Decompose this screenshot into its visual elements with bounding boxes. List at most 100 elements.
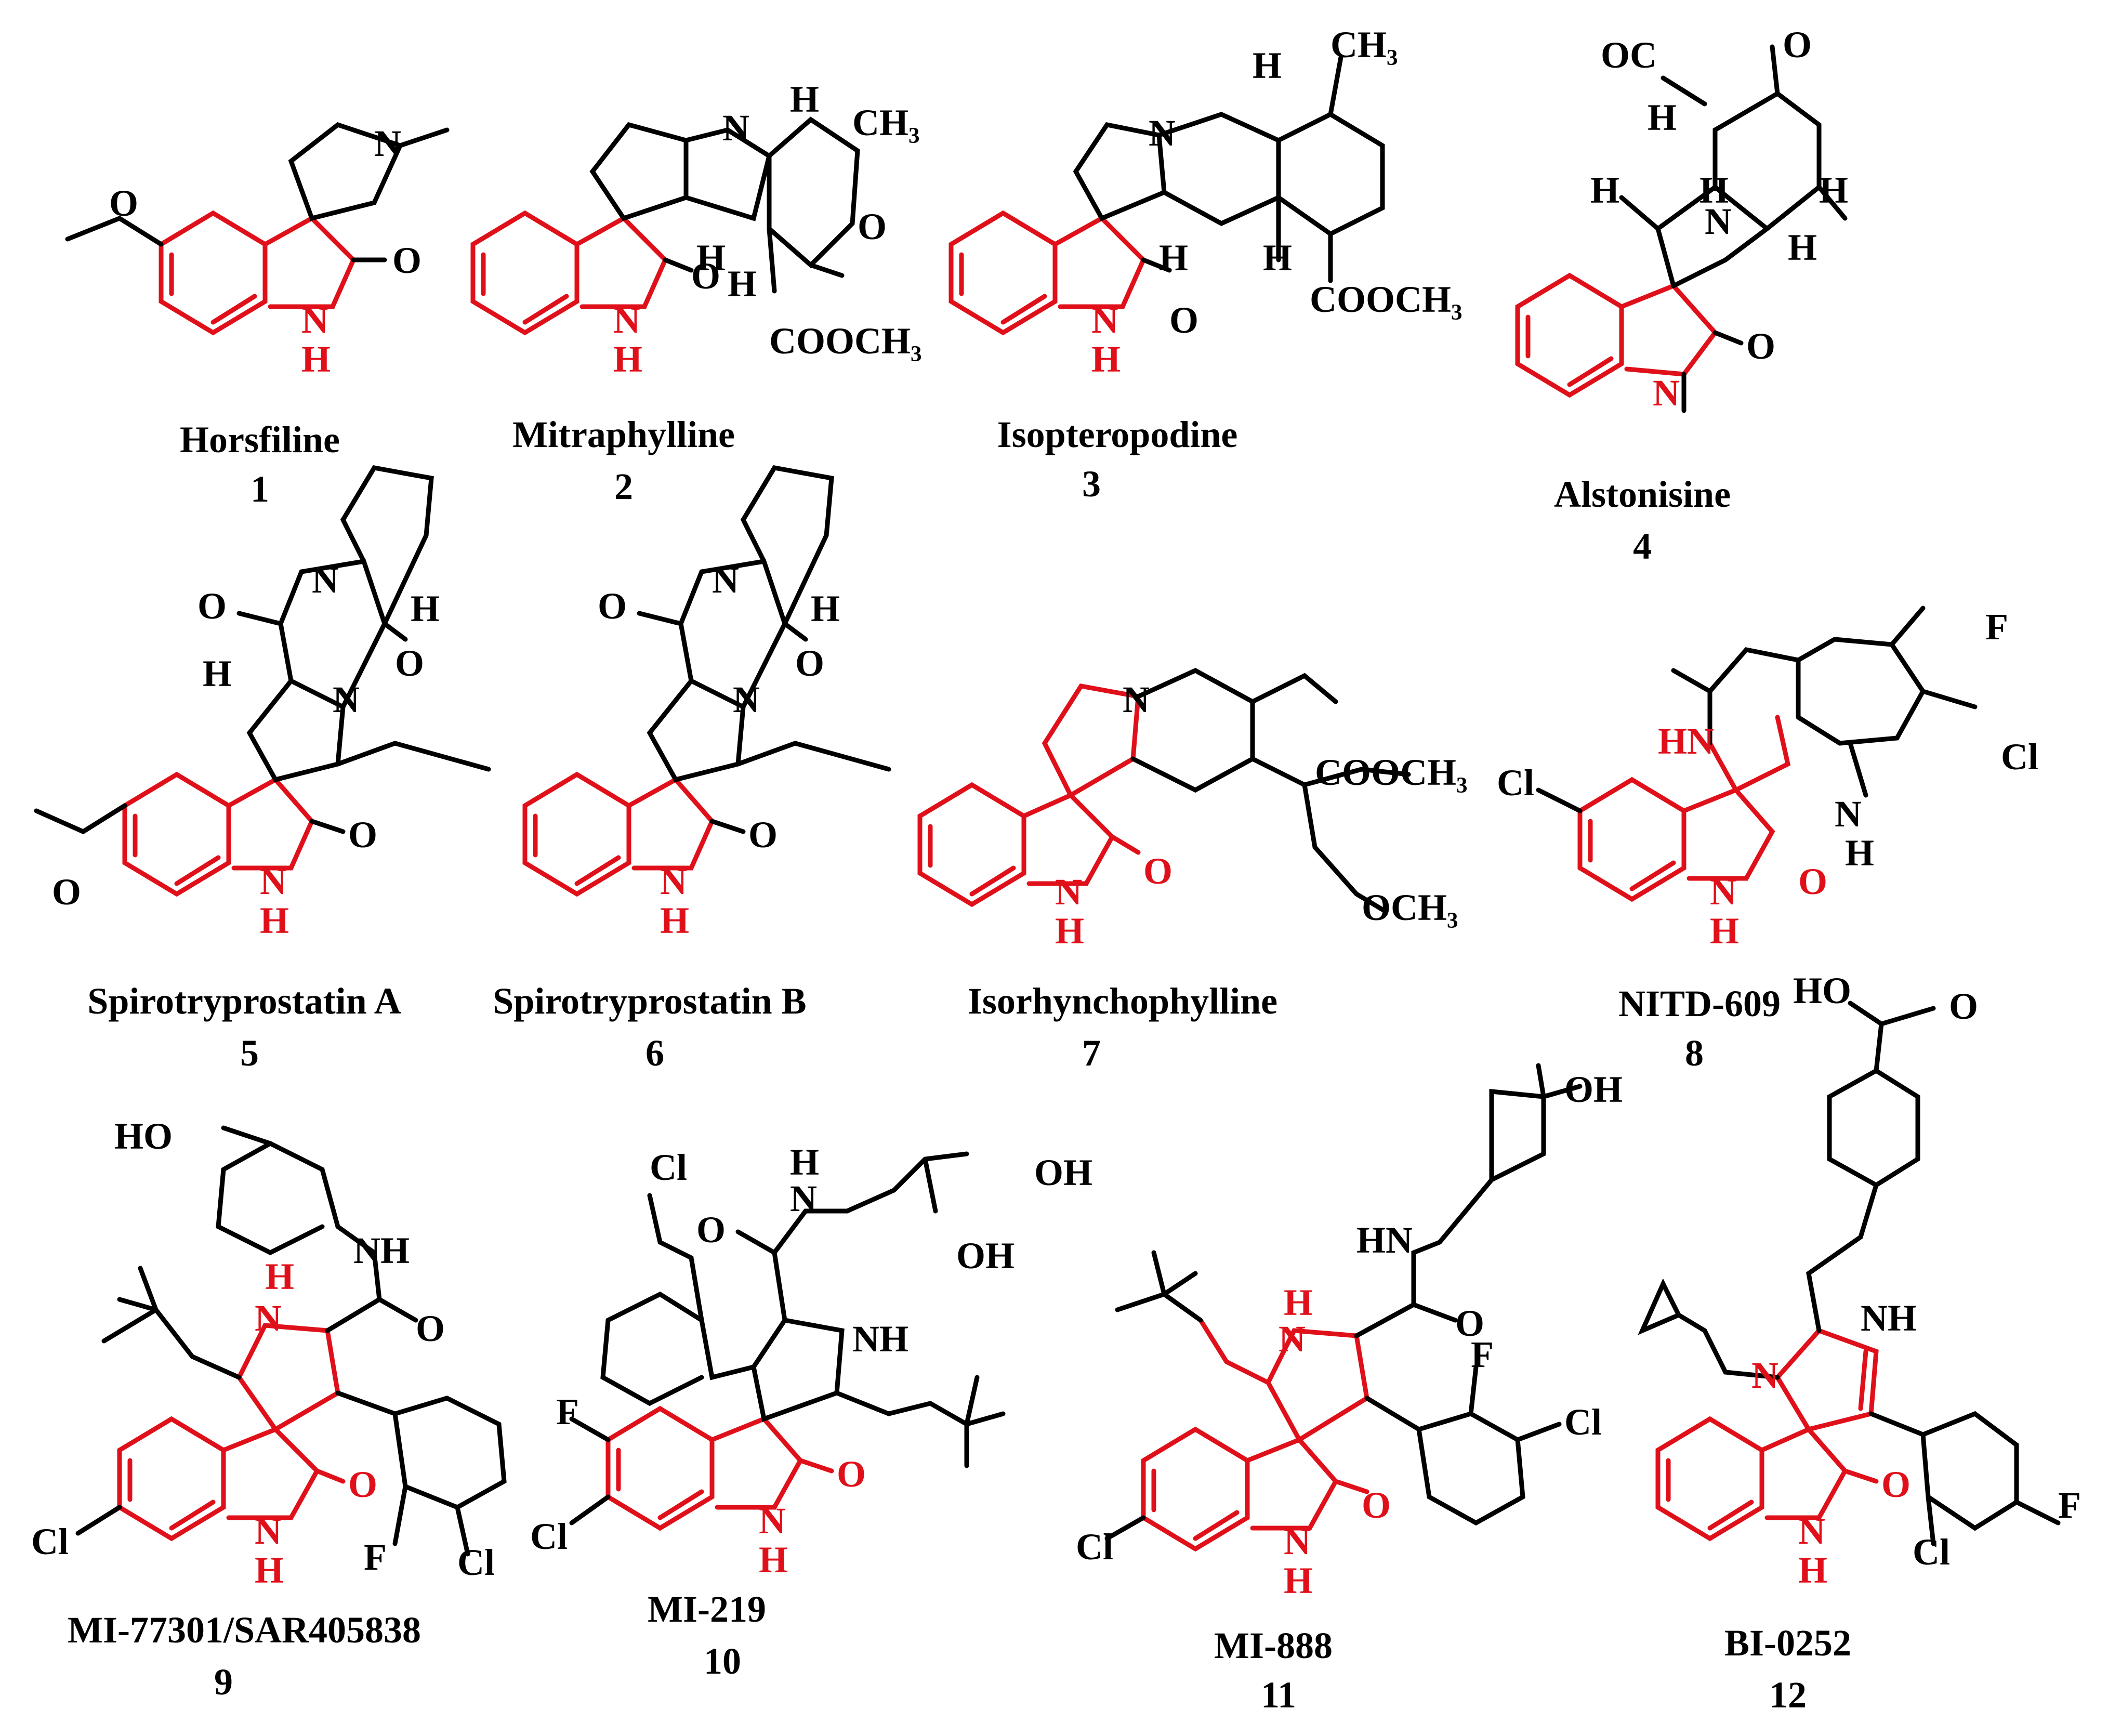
compound-number-10: 10 bbox=[704, 1640, 741, 1682]
atom-n: N bbox=[1835, 793, 1862, 835]
structure-nitd-609: Cl F Cl N H HN O N H NITD-609 8 bbox=[1497, 606, 2038, 1074]
compound-name-nitd-609: NITD-609 bbox=[1618, 983, 1781, 1024]
atom-o: O bbox=[1746, 325, 1775, 367]
atom-h: H bbox=[1159, 237, 1188, 279]
atom-h: H bbox=[660, 900, 689, 941]
atom-n: N bbox=[1123, 679, 1150, 720]
atom-cooch3: COOCH₃ bbox=[769, 320, 922, 362]
compound-number-12: 12 bbox=[1769, 1674, 1807, 1716]
atom-nh: NH bbox=[353, 1230, 410, 1271]
atom-h: H bbox=[1710, 910, 1739, 952]
atom-oh: OH bbox=[1034, 1152, 1092, 1193]
atom-n: N bbox=[1710, 871, 1737, 913]
structure-horsfiline: O O N N H Horsfiline 1 bbox=[65, 122, 450, 510]
atom-h: H bbox=[811, 588, 840, 629]
atom-cl: Cl bbox=[2001, 736, 2038, 778]
atom-n: N bbox=[660, 861, 687, 902]
atom-h: H bbox=[790, 1141, 819, 1183]
atom-o: O bbox=[1783, 24, 1812, 65]
atom-o: O bbox=[348, 1464, 377, 1505]
atom-o: O bbox=[348, 814, 377, 856]
atom-oh: OH bbox=[1564, 1069, 1623, 1110]
atom-cl: Cl bbox=[31, 1521, 69, 1562]
atom-f: F bbox=[2058, 1484, 2081, 1526]
atom-o: O bbox=[696, 1209, 726, 1251]
atom-n: N bbox=[301, 299, 328, 341]
atom-h: H bbox=[301, 338, 331, 380]
atom-cl: Cl bbox=[650, 1147, 687, 1188]
atom-h: H bbox=[759, 1539, 788, 1581]
atom-oc: OC bbox=[1601, 34, 1657, 76]
atom-f: F bbox=[1985, 606, 2008, 648]
compound-name-mitraphylline: Mitraphylline bbox=[512, 414, 735, 455]
structure-mi-219: Cl H N O OH OH NH F Cl O N H MI-219 10 bbox=[530, 1141, 1092, 1682]
atom-n: N bbox=[1091, 299, 1118, 341]
atom-o: O bbox=[598, 585, 627, 627]
atom-n: N bbox=[374, 123, 401, 164]
atom-o: O bbox=[109, 182, 138, 224]
atom-o: O bbox=[197, 585, 227, 627]
atom-h: H bbox=[1590, 169, 1619, 211]
compound-name-isopteropodine: Isopteropodine bbox=[997, 414, 1238, 455]
atom-o: O bbox=[1455, 1303, 1484, 1344]
atom-h: H bbox=[790, 78, 819, 120]
atom-nh: NH bbox=[852, 1318, 908, 1360]
atom-n: N bbox=[1653, 372, 1680, 414]
atom-h: H bbox=[613, 338, 642, 380]
atom-ho: HO bbox=[114, 1115, 173, 1157]
structure-mitraphylline: N H CH₃ O H H COOCH₃ O N H Mitraphylline… bbox=[470, 78, 922, 507]
compound-name-mi-77301: MI-77301/SAR405838 bbox=[68, 1609, 421, 1651]
atom-o: O bbox=[1798, 861, 1827, 902]
atom-h: H bbox=[265, 1256, 294, 1297]
atom-n: N bbox=[722, 107, 749, 149]
atom-n: N bbox=[759, 1500, 786, 1542]
atom-o: O bbox=[1143, 850, 1172, 892]
structure-isopteropodine: N H CH₃ H H COOCH₃ O N H Isopteropodine … bbox=[948, 24, 1463, 505]
atom-f: F bbox=[364, 1536, 387, 1578]
atom-o: O bbox=[416, 1308, 445, 1349]
atom-cooch3: COOCH₃ bbox=[1315, 752, 1468, 793]
structure-isorhynchophylline: N COOCH₃ OCH₃ O N H Isorhynchophylline 7 bbox=[917, 667, 1468, 1074]
atom-f: F bbox=[556, 1391, 579, 1432]
atom-n: N bbox=[333, 679, 360, 720]
atom-o: O bbox=[395, 642, 424, 684]
atom-o: O bbox=[858, 206, 887, 247]
atom-o: O bbox=[392, 240, 421, 281]
structure-mi-77301: HO NH O Cl F Cl H N O N H MI-77301/SAR40… bbox=[31, 1115, 507, 1703]
atom-nh: NH bbox=[1861, 1297, 1917, 1339]
structure-bi-0252: HO O NH F Cl N O N H BI-0252 12 bbox=[1638, 970, 2081, 1716]
atom-cooch3: COOCH₃ bbox=[1310, 279, 1463, 320]
atom-h: H bbox=[696, 237, 726, 279]
atom-h: H bbox=[260, 900, 289, 941]
compound-name-mi-888: MI-888 bbox=[1214, 1625, 1333, 1666]
atom-h: H bbox=[1788, 227, 1817, 268]
structure-spirotryprostatin-b: O N H N O O N H Spirotryprostatin B 6 bbox=[493, 465, 891, 1074]
compound-name-bi-0252: BI-0252 bbox=[1724, 1622, 1851, 1664]
atom-h: H bbox=[1648, 97, 1677, 138]
atom-n: N bbox=[255, 1510, 282, 1552]
compound-name-horsfiline: Horsfiline bbox=[180, 419, 340, 461]
atom-h: H bbox=[1819, 169, 1848, 211]
structure-alstonisine: OC O H H H N H H O N Alstonisine 4 bbox=[1515, 24, 1848, 567]
compound-name-alstonisine: Alstonisine bbox=[1554, 474, 1731, 515]
atom-n: N bbox=[255, 1297, 282, 1339]
atom-o: O bbox=[691, 255, 720, 297]
atom-n: N bbox=[790, 1178, 817, 1219]
atom-h: H bbox=[255, 1549, 284, 1591]
atom-n: N bbox=[1284, 1521, 1311, 1562]
atom-h: H bbox=[1263, 237, 1292, 279]
atom-hn: HN bbox=[1356, 1219, 1413, 1261]
compound-name-isorhynchophylline: Isorhynchophylline bbox=[968, 980, 1277, 1022]
structure-mi-888: OH HN O F Cl Cl H N O N H MI-888 11 bbox=[1076, 1063, 1623, 1716]
atom-h: H bbox=[1253, 45, 1282, 86]
atom-h: H bbox=[411, 588, 440, 629]
compound-number-3: 3 bbox=[1082, 463, 1101, 505]
compound-number-11: 11 bbox=[1261, 1674, 1296, 1716]
atom-f: F bbox=[1471, 1334, 1494, 1375]
atom-n: N bbox=[712, 559, 739, 601]
atom-cl: Cl bbox=[1076, 1526, 1113, 1568]
atom-h: H bbox=[1798, 1549, 1827, 1591]
atom-h: H bbox=[1845, 832, 1874, 874]
atom-och3: OCH₃ bbox=[1362, 887, 1458, 928]
